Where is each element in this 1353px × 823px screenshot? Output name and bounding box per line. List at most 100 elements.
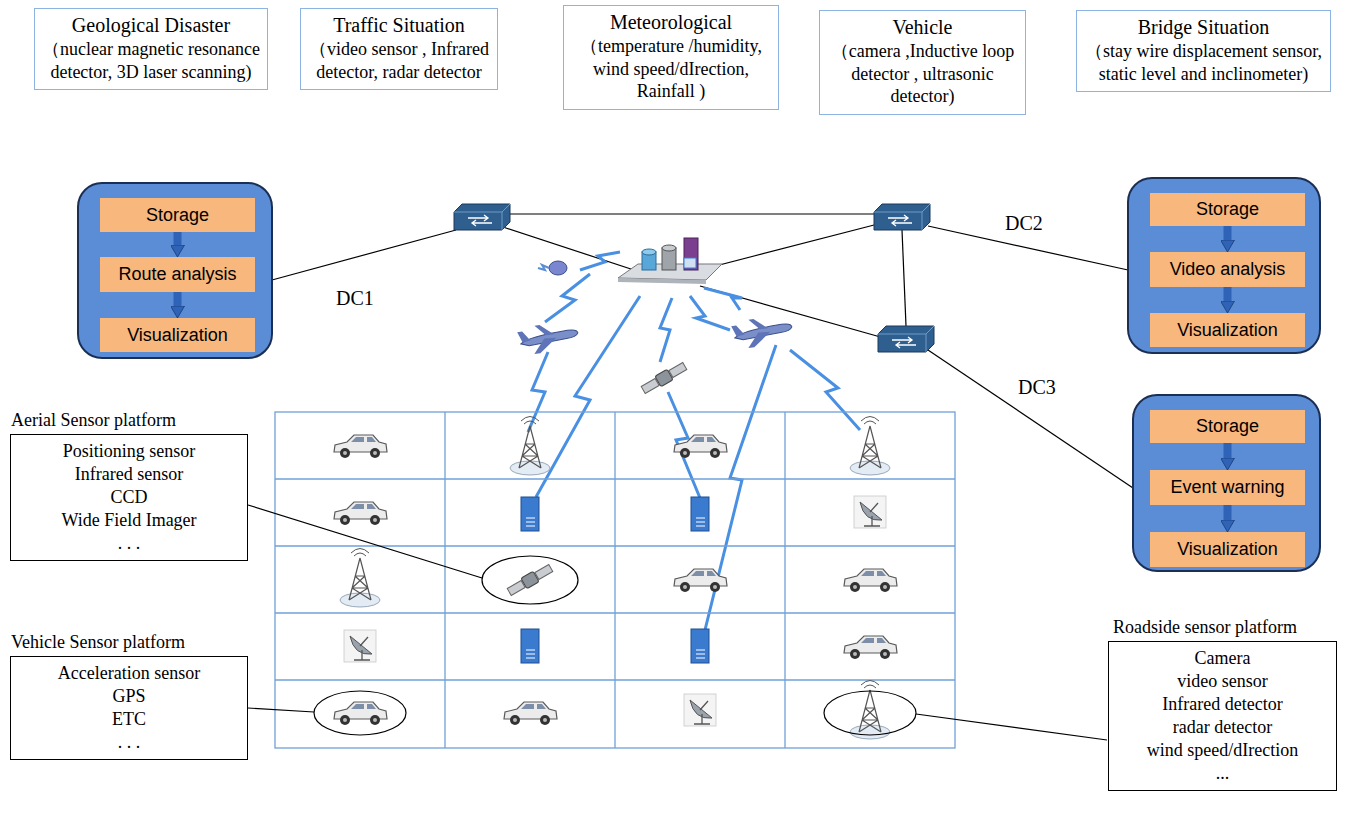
callout-marks (248, 505, 1107, 740)
leader-line (916, 714, 1107, 740)
process-box: Route analysis (100, 257, 255, 292)
server-icon (691, 497, 709, 531)
sensor-grid (275, 412, 955, 748)
process-box: Storage (100, 198, 255, 232)
server-icon (521, 629, 539, 663)
data-center-icon (684, 258, 696, 268)
wireless-link (690, 296, 730, 330)
sensor-item: radar detector (1115, 716, 1330, 739)
process-label: Route analysis (118, 264, 236, 285)
sensor-item: . . . (17, 731, 241, 754)
dish-icon (854, 496, 886, 528)
sensor-item: Infrared sensor (17, 463, 241, 486)
process-label: Storage (1196, 199, 1259, 220)
sensor-item: GPS (17, 685, 241, 708)
sensor-category-box: Vehicle（camera ,Inductive loop detector … (819, 10, 1026, 115)
wireless-link (660, 298, 672, 362)
sensor-item: Acceleration sensor (17, 662, 241, 685)
car-icon (674, 569, 727, 592)
wireless-links (528, 252, 860, 630)
platform-callout: Aerial Sensor platformPositioning sensor… (10, 434, 248, 561)
dc-label: DC3 (1018, 376, 1056, 399)
dc-label: DC2 (1005, 212, 1043, 235)
highlight-ellipse (314, 691, 406, 735)
grid-line (614, 412, 615, 748)
car-icon (674, 435, 727, 458)
process-label: Storage (146, 205, 209, 226)
flow-arrow (174, 292, 182, 306)
category-heading: Geological Disaster (41, 13, 261, 38)
wireless-link (545, 274, 590, 322)
sensor-item: Infrared detector (1115, 693, 1330, 716)
process-box: Visualization (1150, 313, 1305, 347)
flow-arrow (1224, 226, 1232, 240)
balloon-icon (538, 261, 567, 275)
grid-line (444, 412, 445, 748)
network-link (902, 230, 906, 326)
switch-icon (454, 204, 510, 230)
satellite-icon (640, 361, 688, 395)
process-label: Visualization (1177, 320, 1278, 341)
sensor-item: video sensor (1115, 670, 1330, 693)
process-box: Event warning (1150, 470, 1305, 505)
platform-heading: Aerial Sensor platform (11, 409, 176, 432)
flow-arrow (174, 232, 182, 245)
highlight-ellipse (824, 691, 916, 735)
server-icon (691, 629, 709, 663)
process-label: Event warning (1170, 477, 1284, 498)
balloon-icon (538, 265, 549, 270)
car-icon (334, 502, 387, 525)
sensor-item: ETC (17, 708, 241, 731)
dc-link (272, 230, 456, 280)
server-icon (521, 497, 539, 531)
sensor-category-box: Bridge Situation（stay wire displacement … (1076, 10, 1331, 92)
flow-arrow (1224, 443, 1232, 458)
car-icon (334, 435, 387, 458)
process-box: Storage (1150, 410, 1305, 443)
category-body: （nuclear magnetic resonance detector, 3D… (41, 38, 261, 83)
sensor-item: . . . (17, 532, 241, 555)
network-link (700, 224, 878, 270)
category-body: （temperature /humidity, wind speed/dIrec… (570, 35, 772, 103)
tower-icon (340, 549, 380, 608)
car-icon (504, 702, 557, 725)
tower-icon (510, 417, 550, 476)
sensor-category-box: Meteorological（temperature /humidity, wi… (563, 5, 779, 110)
category-body: （video sensor , Infrared detector, radar… (307, 38, 491, 83)
grid-icons (334, 417, 897, 740)
dish-icon (344, 630, 376, 662)
tower-icon (850, 681, 890, 740)
dc-panel (1128, 178, 1320, 353)
data-center-icon (642, 249, 656, 255)
process-label: Visualization (1177, 539, 1278, 560)
sensor-item: Positioning sensor (17, 440, 241, 463)
car-icon (844, 636, 897, 659)
category-heading: Bridge Situation (1083, 15, 1324, 40)
grid-line (275, 612, 955, 613)
wireless-link (790, 350, 860, 430)
plane-icon (731, 314, 794, 350)
process-box: Visualization (1150, 532, 1305, 567)
category-heading: Vehicle (826, 15, 1019, 40)
data-center-icon (618, 278, 706, 284)
process-label: Storage (1196, 416, 1259, 437)
satellite-icon (506, 563, 554, 597)
sensor-item: ... (1115, 762, 1330, 785)
category-heading: Traffic Situation (307, 13, 491, 38)
data-center-icon (662, 245, 676, 251)
process-box: Storage (1150, 193, 1305, 226)
category-body: （camera ,Inductive loop detector , ultra… (826, 40, 1019, 108)
balloon-icon (549, 261, 567, 275)
sensor-item: Camera (1115, 647, 1330, 670)
network-link (505, 213, 880, 214)
process-label: Video analysis (1170, 259, 1286, 280)
dc-panel (78, 183, 272, 358)
category-heading: Meteorological (570, 10, 772, 35)
leader-line (248, 505, 482, 578)
dc-panel (1133, 395, 1320, 571)
leader-line (248, 708, 314, 712)
wireless-link (704, 288, 742, 310)
dc-link (928, 350, 1133, 488)
